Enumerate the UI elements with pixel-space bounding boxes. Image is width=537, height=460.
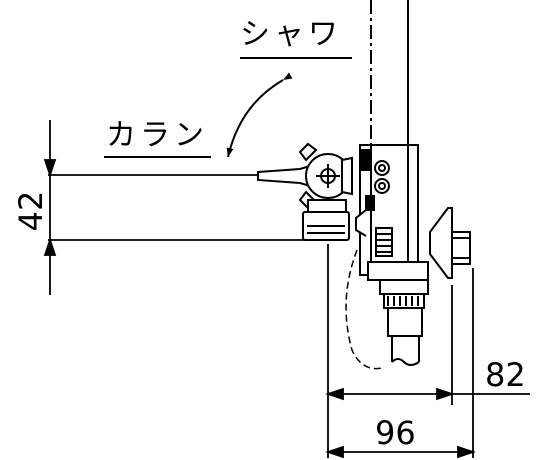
bottom-dimension-lines xyxy=(327,244,474,458)
wall-flange xyxy=(429,207,471,279)
height-dimension xyxy=(43,120,305,295)
valve-body xyxy=(355,144,419,276)
inlet-connector xyxy=(367,261,429,366)
shower-label: シャワ xyxy=(240,17,342,52)
offset-dimension xyxy=(325,387,530,401)
rotation-arc-arrow xyxy=(226,72,293,158)
shower-pipe xyxy=(370,0,409,145)
faucet-label-group: カラン xyxy=(104,118,211,158)
faucet-spout-nut xyxy=(302,199,350,241)
hidden-hose-path xyxy=(345,249,383,370)
shower-label-group: シャワ xyxy=(240,17,352,59)
faucet-handle xyxy=(257,142,353,210)
width-value: 96 xyxy=(375,414,416,452)
width-dimension xyxy=(325,445,476,459)
faucet-label: カラン xyxy=(106,118,208,153)
offset-value: 82 xyxy=(485,356,526,394)
height-value: 42 xyxy=(12,191,50,232)
